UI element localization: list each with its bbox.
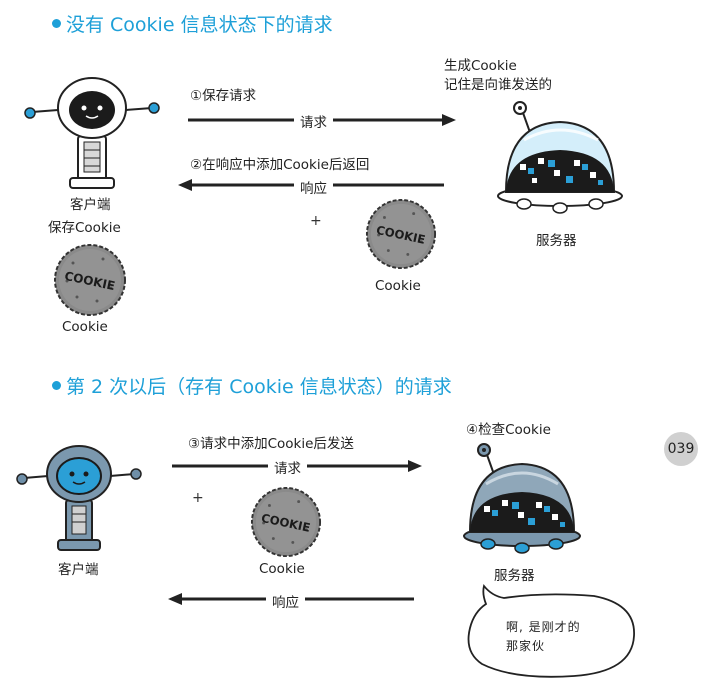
section1-heading: 没有 Cookie 信息状态下的请求 [52, 10, 333, 37]
step1-label: ①保存请求 [190, 88, 257, 104]
cookie-icon: COOKIE [54, 244, 126, 316]
server-robot-icon [463, 443, 581, 554]
speech-bubble [467, 584, 635, 678]
bullet-dot-icon [52, 19, 61, 28]
plus-sign: + [310, 213, 322, 229]
server-note-line1: 生成Cookie [444, 58, 517, 74]
cookie-caption-server: Cookie [375, 278, 421, 294]
cookie-caption: Cookie [259, 561, 305, 577]
bubble-line2: 那家伙 [506, 639, 546, 653]
cookie-icon: COOKIE [365, 198, 437, 270]
response-label: 响应 [294, 177, 333, 197]
page-number-badge: 039 [664, 432, 698, 466]
client-label: 客户端 [58, 562, 99, 578]
server-note-line2: 记住是向谁发送的 [444, 77, 552, 93]
server-robot-icon [497, 101, 623, 214]
client-save-cookie-label: 保存Cookie [48, 220, 121, 236]
step4-label: ④检查Cookie [466, 422, 551, 438]
section2-heading: 第 2 次以后（存有 Cookie 信息状态）的请求 [52, 372, 452, 399]
step2-label: ②在响应中添加Cookie后返回 [190, 157, 370, 173]
bubble-line1: 啊, 是刚才的 [506, 620, 581, 634]
request-label: 请求 [268, 457, 307, 477]
client-label: 客户端 [70, 197, 111, 213]
cookie-caption-client: Cookie [62, 319, 108, 335]
client-robot-icon [16, 445, 142, 551]
server-label: 服务器 [494, 568, 535, 584]
request-label: 请求 [294, 111, 333, 131]
cookie-icon: COOKIE [250, 486, 322, 558]
server-label: 服务器 [536, 233, 577, 249]
bullet-dot-icon [52, 381, 61, 390]
plus-sign: + [192, 490, 204, 506]
response-label: 响应 [266, 591, 305, 611]
step3-label: ③请求中添加Cookie后发送 [188, 436, 354, 452]
client-robot-icon [24, 77, 160, 189]
